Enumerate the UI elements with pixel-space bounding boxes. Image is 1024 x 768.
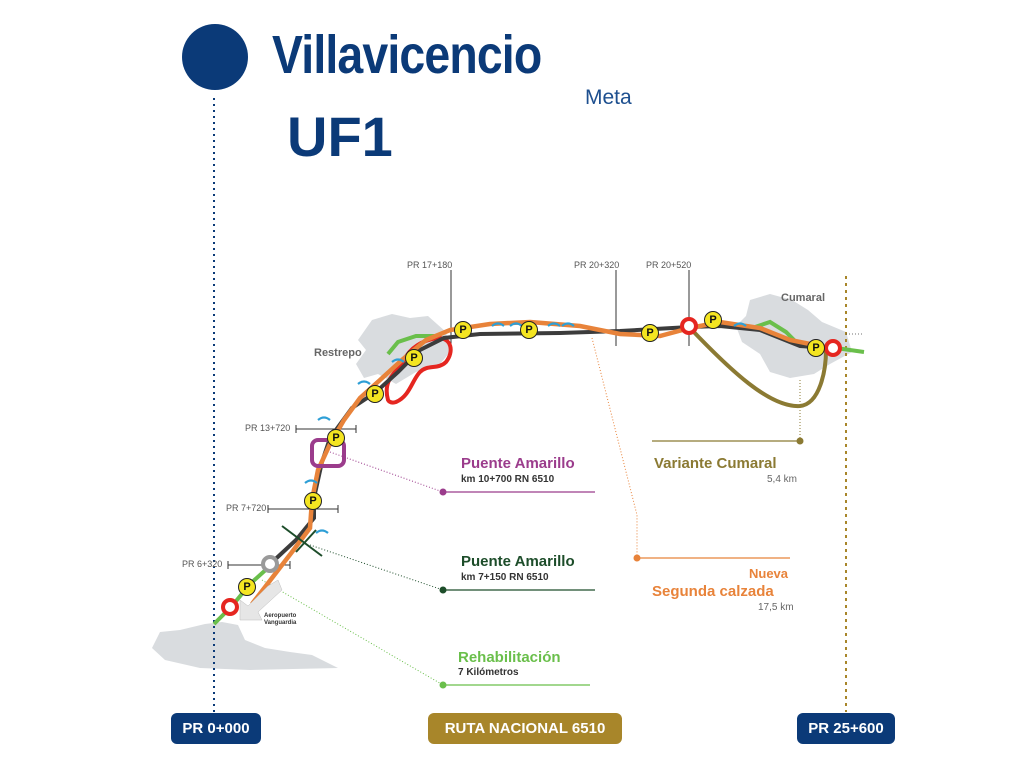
culvert-markers (304, 322, 747, 534)
airport-arrow-icon (239, 579, 283, 621)
location-dot-icon (182, 24, 248, 90)
parking-icon: P (405, 349, 423, 367)
pr-label-17180: PR 17+180 (407, 260, 453, 270)
variante-cumaral-road (688, 326, 828, 409)
callout-line-solid (443, 440, 800, 686)
callout-puente-amarillo-2-sub: km 7+150 RN 6510 (461, 572, 549, 583)
roundabout-icon (824, 339, 842, 357)
department-label: Meta (585, 86, 632, 109)
callout-rehabilitacion-title: Rehabilitación (458, 649, 561, 666)
parking-icon: P (366, 385, 384, 403)
roundabout-icon (680, 317, 698, 335)
callout-variante-cumaral-sub: 5,4 km (767, 474, 798, 485)
callout-dots (439, 437, 804, 689)
callout-puente-amarillo-2-title: Puente Amarillo (461, 553, 575, 570)
roundabout-icons (221, 317, 842, 616)
parking-icon: P (641, 324, 659, 342)
callout-leaders (261, 337, 801, 686)
callout-rehabilitacion-sub: 7 Kilómetros (458, 667, 519, 678)
town-area-restrepo (356, 314, 450, 384)
footer-end-badge: PR 25+600 (797, 713, 895, 744)
callout-variante-cumaral-title: Variante Cumaral (654, 455, 777, 472)
roundabout-icon (221, 598, 239, 616)
unit-label: UF1 (287, 105, 393, 168)
airport-label: Aeropuerto Vanguardia (264, 613, 296, 627)
town-area-villavicencio (152, 622, 338, 670)
pr-label-13720: PR 13+720 (245, 423, 291, 433)
town-area-cumaral (736, 294, 852, 378)
callout-nueva-title2: Segunda calzada (652, 583, 774, 600)
town-label-cumaral: Cumaral (781, 292, 826, 304)
pr-label-6320: PR 6+320 (182, 559, 223, 569)
footer-route-badge: RUTA NACIONAL 6510 (428, 713, 622, 744)
town-label-restrepo: Restrepo (314, 347, 362, 359)
parking-icon: P (304, 492, 322, 510)
parking-icon: P (704, 311, 722, 329)
callout-nueva-sub: 17,5 km (758, 602, 794, 613)
bridge-marker-puente-7150 (281, 525, 323, 557)
parking-icon: P (520, 321, 538, 339)
rehab-segment-south (212, 564, 272, 626)
footer-start-badge: PR 0+000 (171, 713, 261, 744)
pr-label-7720: PR 7+720 (226, 503, 267, 513)
pr-label-20520: PR 20+520 (646, 260, 692, 270)
rehab-segment-north (386, 334, 436, 356)
page-title: Villavicencio (272, 25, 542, 85)
airport-label-line1: Aeropuerto (264, 613, 297, 619)
parking-icon: P (807, 339, 825, 357)
callout-puente-amarillo-1-title: Puente Amarillo (461, 455, 575, 472)
existing-road (266, 323, 833, 568)
callout-nueva-title1: Nueva (749, 566, 789, 581)
airport-label-line2: Vanguardia (264, 620, 297, 626)
pr-marker-lines (227, 270, 690, 569)
roundabout-icon (261, 555, 279, 573)
parking-icon: P (454, 321, 472, 339)
parking-icon: P (238, 578, 256, 596)
parking-icon: P (327, 429, 345, 447)
pr-label-20320: PR 20+320 (574, 260, 620, 270)
callout-puente-amarillo-1-sub: km 10+700 RN 6510 (461, 474, 555, 485)
